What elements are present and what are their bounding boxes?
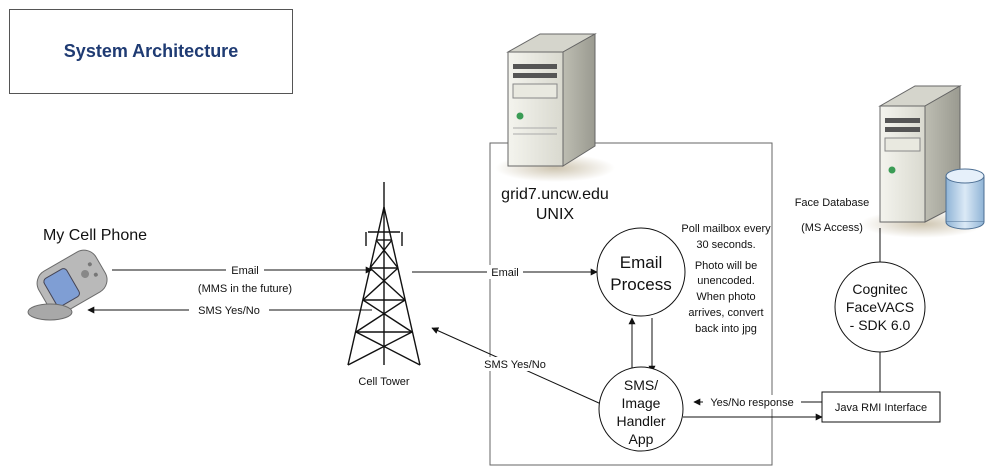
sms-handler-label-3: Handler bbox=[616, 413, 665, 429]
edge-label-email-1: Email bbox=[231, 265, 259, 277]
edge-label-yes-no-response: Yes/No response bbox=[710, 397, 793, 409]
edge-label-sms-phone: SMS Yes/No bbox=[198, 305, 260, 317]
java-rmi-interface-box bbox=[821, 391, 941, 423]
cognitec-label-2: FaceVACS bbox=[846, 299, 914, 315]
sms-handler-label-2: Image bbox=[622, 395, 661, 411]
note-line: Poll mailbox every bbox=[681, 223, 771, 235]
email-process-label-2: Process bbox=[610, 275, 671, 294]
polling-note: Poll mailbox every 30 seconds. Photo wil… bbox=[681, 223, 771, 335]
server-label-os: UNIX bbox=[536, 206, 575, 223]
tower-label: Cell Tower bbox=[358, 376, 409, 388]
note-line: unencoded. bbox=[697, 275, 755, 287]
rmi-label: Java RMI Interface bbox=[835, 402, 927, 414]
unix-host-box bbox=[489, 142, 773, 466]
title-box: System Architecture bbox=[9, 9, 293, 94]
edge-label-sms-tower: SMS Yes/No bbox=[484, 359, 546, 371]
edge-label-email-1-sub: (MMS in the future) bbox=[198, 283, 292, 295]
edge-label-email-2: Email bbox=[491, 267, 519, 279]
sms-handler-label-4: App bbox=[629, 431, 654, 447]
server-label-host: grid7.uncw.edu bbox=[501, 186, 609, 203]
cell-phone-icon bbox=[27, 249, 108, 321]
cognitec-label-3: - SDK 6.0 bbox=[850, 317, 911, 333]
cognitec-facevacs-node bbox=[834, 261, 926, 353]
phone-label: My Cell Phone bbox=[43, 227, 147, 244]
face-db-label-2: (MS Access) bbox=[801, 222, 863, 234]
sms-image-handler-node bbox=[598, 366, 684, 452]
sms-handler-label-1: SMS/ bbox=[624, 377, 658, 393]
note-line: When photo bbox=[696, 291, 755, 303]
note-line: arrives, convert bbox=[688, 307, 763, 319]
note-line: back into jpg bbox=[695, 323, 757, 335]
server-tower-icon bbox=[495, 33, 615, 182]
database-server-icon bbox=[860, 85, 985, 238]
note-line: 30 seconds. bbox=[696, 239, 755, 251]
note-line: Photo will be bbox=[695, 260, 757, 272]
cognitec-label-1: Cognitec bbox=[852, 281, 907, 297]
cell-tower-icon bbox=[347, 182, 421, 366]
face-db-label-1: Face Database bbox=[795, 197, 870, 209]
email-process-node bbox=[596, 227, 686, 317]
email-process-label-1: Email bbox=[620, 253, 663, 272]
diagram-title: System Architecture bbox=[63, 41, 239, 61]
